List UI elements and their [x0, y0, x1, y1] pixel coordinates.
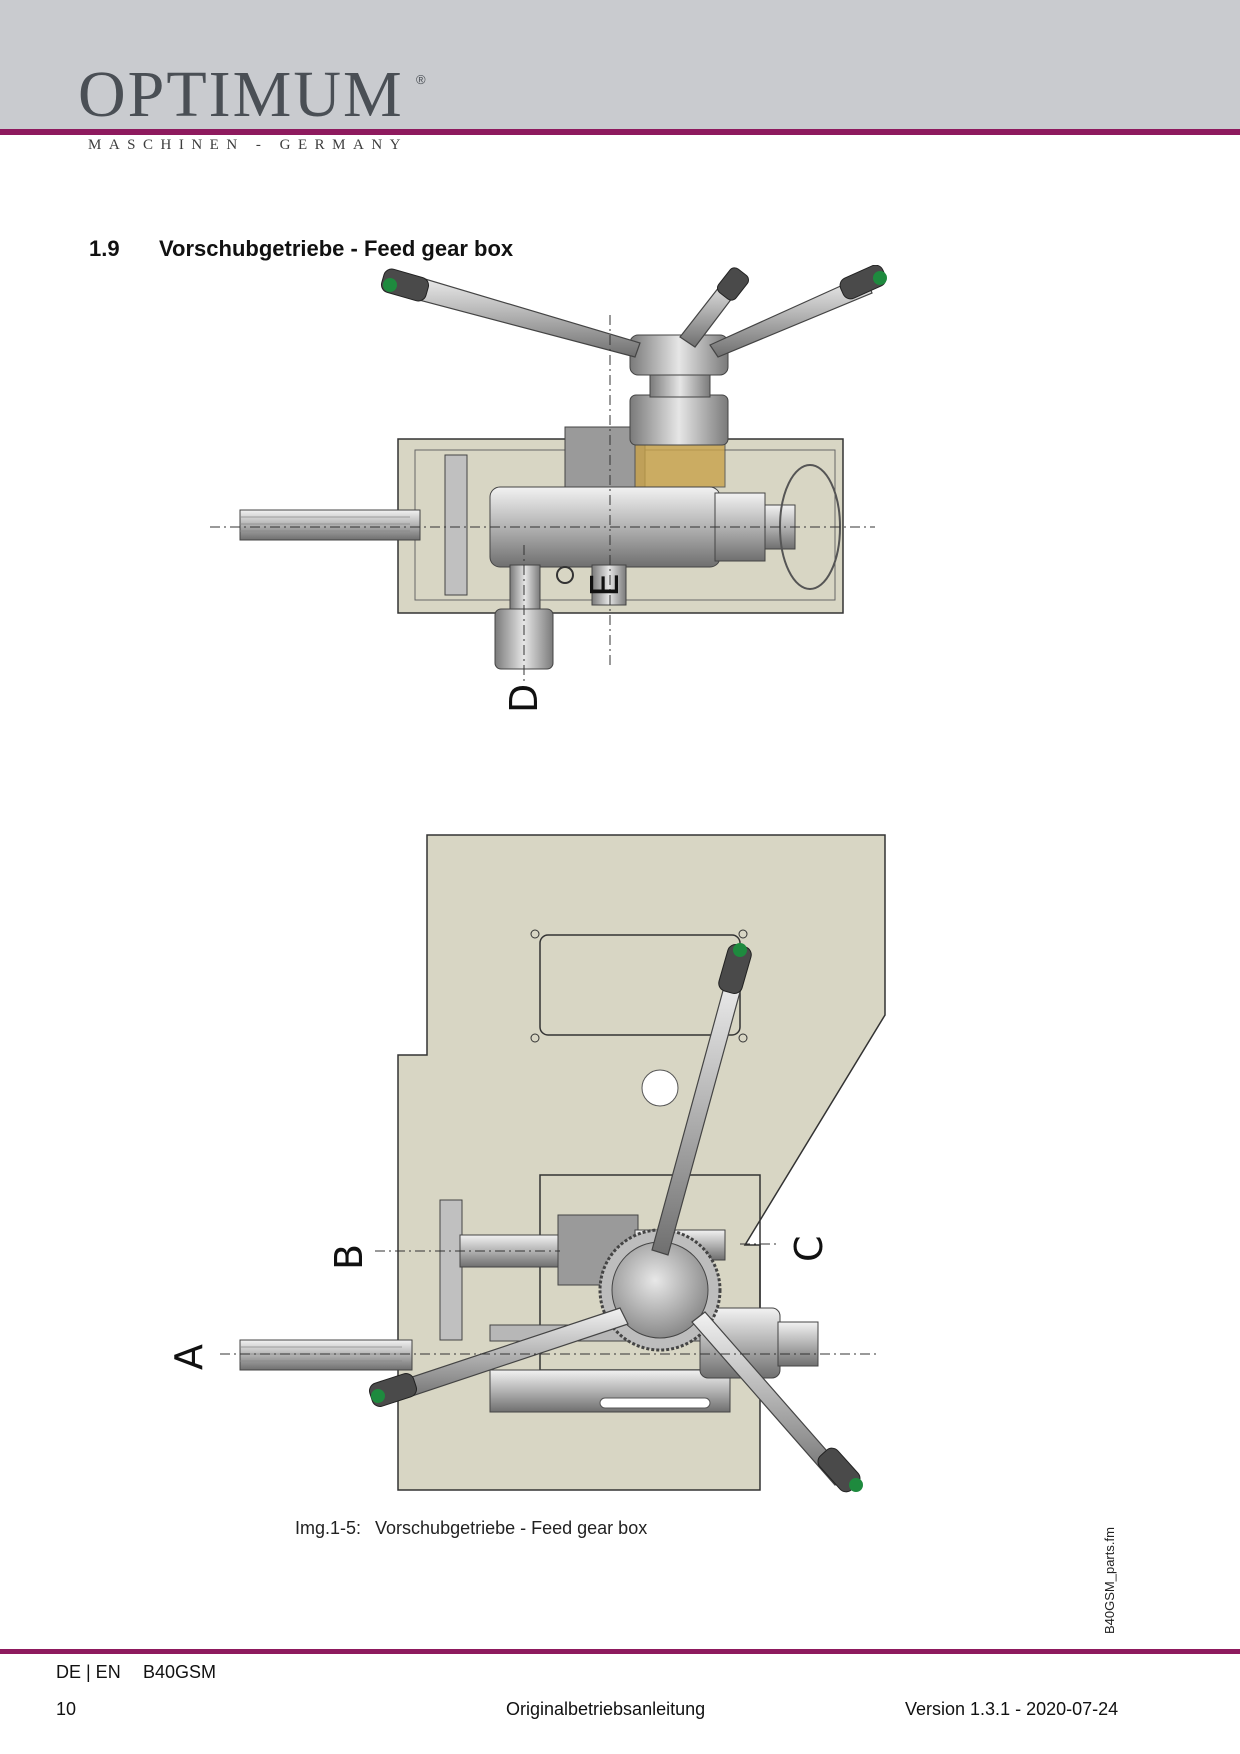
brand-logo: OPTIMUM	[78, 58, 404, 131]
header-rule	[0, 129, 1240, 135]
footer-version: Version 1.3.1 - 2020-07-24	[905, 1699, 1119, 1719]
file-name-note: B40GSM_parts.fm	[1102, 1527, 1117, 1634]
figure-caption: Img.1-5: Vorschubgetriebe - Feed gear box	[295, 1518, 661, 1539]
caption-label: Img.1-5:	[295, 1518, 362, 1538]
feed-gearbox-side-view: A B C	[167, 834, 886, 1493]
footer-document: Originalbetriebsanleitung	[506, 1699, 706, 1719]
registered-mark: ®	[416, 72, 426, 87]
footer-languages: DE | EN	[56, 1662, 121, 1682]
footer-model: B40GSM	[143, 1662, 217, 1682]
section-number: 1.9	[89, 236, 120, 261]
callout-c: C	[787, 1235, 831, 1262]
feed-gearbox-top-view: E D	[210, 265, 887, 713]
callout-a: A	[167, 1344, 211, 1370]
caption-text: Vorschubgetriebe - Feed gear box	[375, 1518, 648, 1538]
callout-b: B	[327, 1244, 371, 1270]
header-band	[0, 0, 1240, 130]
page-number: 10	[56, 1699, 77, 1719]
callout-e: E	[583, 573, 627, 597]
section-title: Vorschubgetriebe - Feed gear box	[159, 236, 514, 261]
callout-d: D	[502, 684, 546, 713]
footer-rule	[0, 1649, 1240, 1654]
brand-tagline: MASCHINEN - GERMANY	[88, 137, 409, 153]
